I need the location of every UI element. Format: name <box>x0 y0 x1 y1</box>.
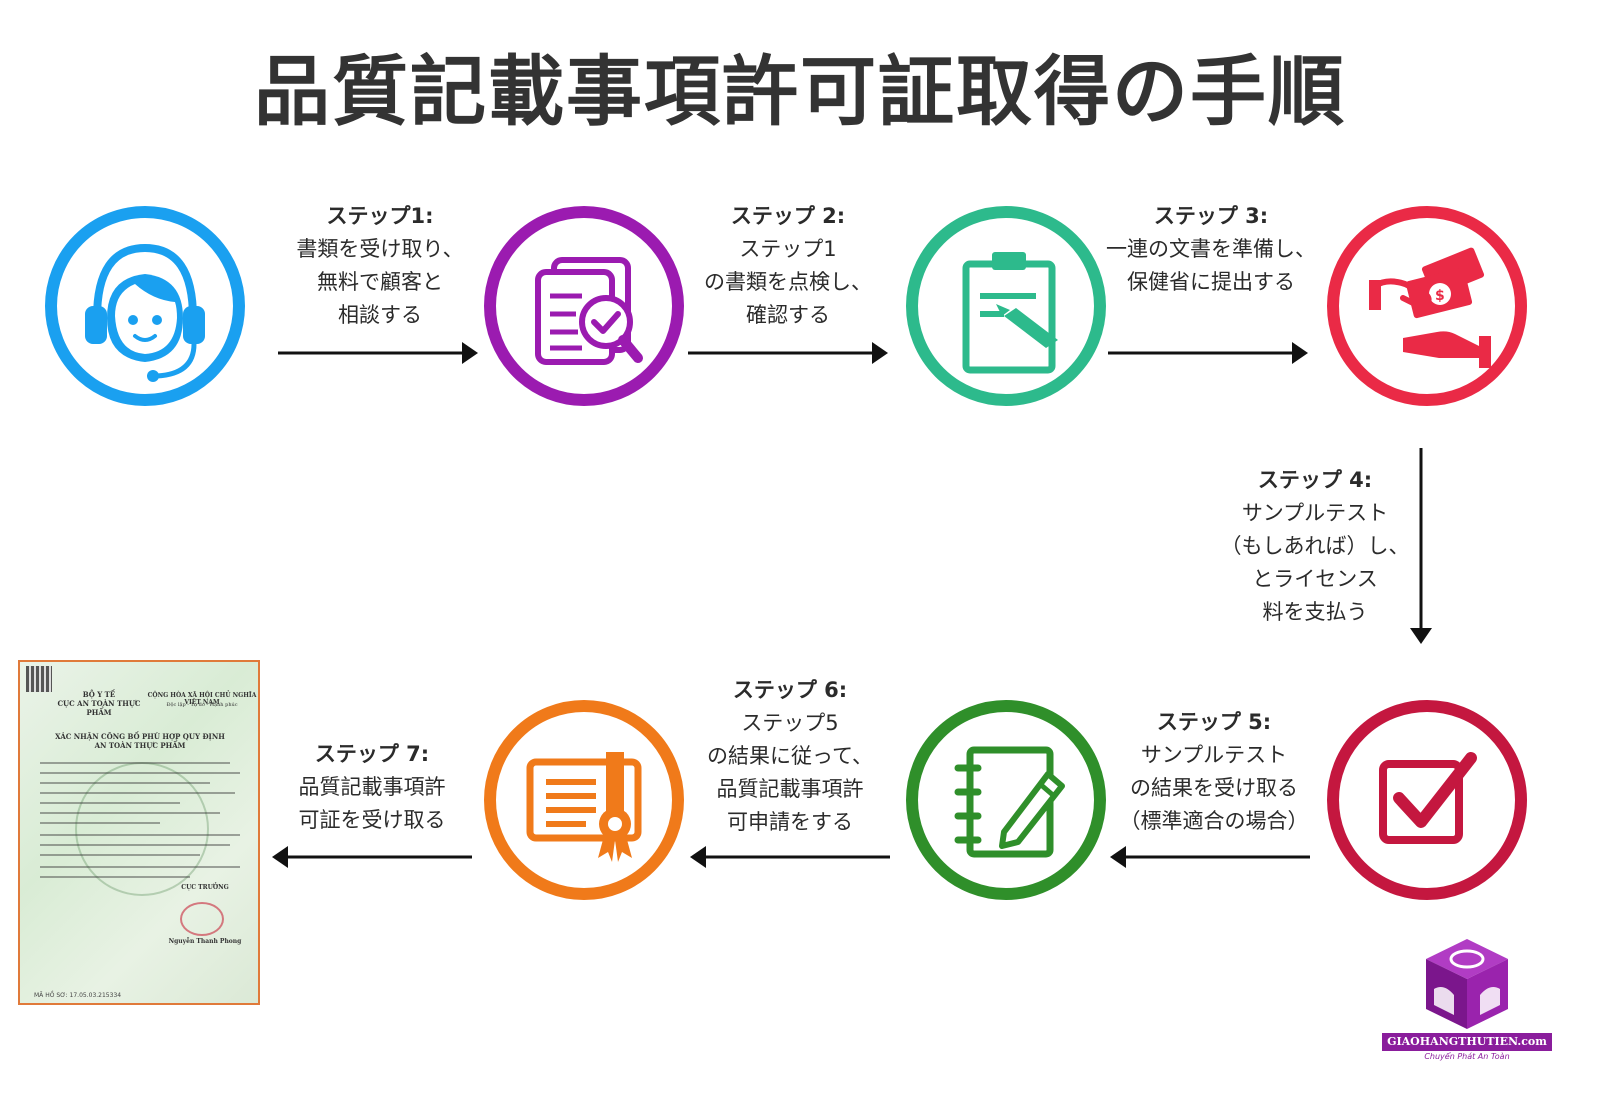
svg-text:$: $ <box>1435 288 1445 304</box>
step6-line3: 品質記載事項許 <box>716 777 864 801</box>
step2-circle <box>484 206 684 406</box>
arrow-step2-to-step3 <box>688 342 888 364</box>
certificate-image: BỘ Y TẾ CỤC AN TOÀN THỰC PHẨM CỘNG HÒA X… <box>18 660 260 1005</box>
page-title: 品質記載事項許可証取得の手順 <box>254 47 1346 136</box>
certificate-icon <box>526 752 642 862</box>
background-seal <box>75 762 209 896</box>
step4-circle: $ <box>1327 206 1527 406</box>
step1-line3: 相談する <box>338 303 422 327</box>
arrow-step7-to-certificate <box>272 846 472 868</box>
cert-text-line <box>40 792 235 794</box>
step5-line1: サンプルテスト <box>1140 743 1288 767</box>
cert-doc-title: XÁC NHẬN CÔNG BỐ PHÙ HỢP QUY ĐỊNH AN TOÀ… <box>55 732 225 750</box>
cert-text-line <box>40 772 240 774</box>
step1-circle <box>45 206 245 406</box>
step6-label: ステップ 6: ステップ5 の結果に従って、 品質記載事項許 可申請をする <box>690 674 890 839</box>
brand-logo[interactable]: GIAOHANGTHUTIEN.com Chuyển Phát An Toàn <box>1382 935 1552 1065</box>
arrow-step3-to-step4 <box>1108 342 1308 364</box>
step3-line1: 一連の文書を準備し、 <box>1106 237 1316 261</box>
cert-text-line <box>40 834 240 836</box>
arrow-step4-to-step5 <box>1410 448 1432 644</box>
cert-right-header: CỘNG HÒA XÃ HỘI CHỦ NGHĨA VIỆT NAM <box>147 692 257 706</box>
cert-code: MÃ HỒ SƠ: 17.05.03.215334 <box>34 992 122 999</box>
step7-line1: 品質記載事項許 <box>298 775 446 799</box>
arrow-step1-to-step2 <box>278 342 478 364</box>
cert-right-sub: Độc lập - Tự do - Hạnh phúc <box>166 702 238 708</box>
cert-signer-name: Nguyễn Thanh Phong <box>168 938 242 945</box>
logo-tagline: Chuyển Phát An Toàn <box>1424 1052 1510 1061</box>
cert-text-line <box>40 866 240 868</box>
step7-circle <box>484 700 684 900</box>
step5-title: ステップ 5: <box>1156 710 1272 734</box>
checkbox-icon <box>1379 752 1477 844</box>
step6-line2: の結果に従って、 <box>707 744 873 768</box>
step6-title: ステップ 6: <box>732 678 848 702</box>
qr-code-icon <box>26 666 52 692</box>
step6-circle <box>906 700 1106 900</box>
support-agent-icon <box>85 243 205 382</box>
step2-line2: の書類を点検し、 <box>704 270 872 294</box>
cert-text-line <box>40 762 230 764</box>
step1-line1: 書類を受け取り、 <box>296 237 464 261</box>
cube-logo-icon <box>1426 939 1508 1029</box>
cert-left-header: BỘ Y TẾ CỤC AN TOÀN THỰC PHẨM <box>57 690 141 717</box>
step2-title: ステップ 2: <box>730 204 846 228</box>
cert-text-line <box>40 854 200 856</box>
step5-line2: の結果を受け取る <box>1130 776 1298 800</box>
step7-title: ステップ 7: <box>314 742 430 766</box>
cert-text-line <box>40 876 190 878</box>
step6-line4: 可申請をする <box>727 810 853 834</box>
clipboard-pencil-icon <box>962 252 1058 374</box>
step7-line2: 可証を受け取る <box>298 808 446 832</box>
cert-text-line <box>40 782 210 784</box>
document-check-icon <box>535 257 643 365</box>
step4-line3: とライセンス <box>1252 567 1378 591</box>
step6-line1: ステップ5 <box>741 711 839 735</box>
step4-line2: （もしあれば）し、 <box>1220 534 1410 558</box>
step2-line3: 確認する <box>746 303 830 327</box>
step5-label: ステップ 5: サンプルテスト の結果を受け取る （標準適合の場合） <box>1104 706 1324 838</box>
notebook-pencil-icon <box>954 746 1065 858</box>
step4-line1: サンプルテスト <box>1241 501 1389 525</box>
step1-label: ステップ1: 書類を受け取り、 無料で顧客と 相談する <box>280 200 480 332</box>
step3-line2: 保健省に提出する <box>1127 270 1295 294</box>
cert-text-line <box>40 802 180 804</box>
step1-title: ステップ1: <box>326 204 434 228</box>
step4-title: ステップ 4: <box>1257 468 1373 492</box>
step4-line4: 料を支払う <box>1262 600 1368 624</box>
arrow-step6-to-step7 <box>690 846 890 868</box>
cert-text-line <box>40 844 230 846</box>
logo-text: GIAOHANGTHUTIEN.com <box>1382 1033 1552 1051</box>
cert-text-line <box>40 822 160 824</box>
step4-label: ステップ 4: サンプルテスト （もしあれば）し、 とライセンス 料を支払う <box>1220 464 1410 629</box>
cert-text-line <box>40 812 220 814</box>
step1-line2: 無料で顧客と <box>317 270 443 294</box>
step5-line3: （標準適合の場合） <box>1119 809 1309 833</box>
step3-circle <box>906 206 1106 406</box>
step3-title: ステップ 3: <box>1153 204 1269 228</box>
arrow-step5-to-step6 <box>1110 846 1310 868</box>
step2-line1: ステップ1 <box>739 237 837 261</box>
signature-stamp <box>180 902 224 936</box>
step7-label: ステップ 7: 品質記載事項許 可証を受け取る <box>272 738 472 837</box>
payment-hand-icon: $ <box>1369 247 1491 368</box>
step2-label: ステップ 2: ステップ1 の書類を点検し、 確認する <box>686 200 890 332</box>
step5-circle <box>1327 700 1527 900</box>
cert-signer-title: CỤC TRƯỞNG <box>181 884 229 891</box>
step3-label: ステップ 3: 一連の文書を準備し、 保健省に提出する <box>1096 200 1326 299</box>
